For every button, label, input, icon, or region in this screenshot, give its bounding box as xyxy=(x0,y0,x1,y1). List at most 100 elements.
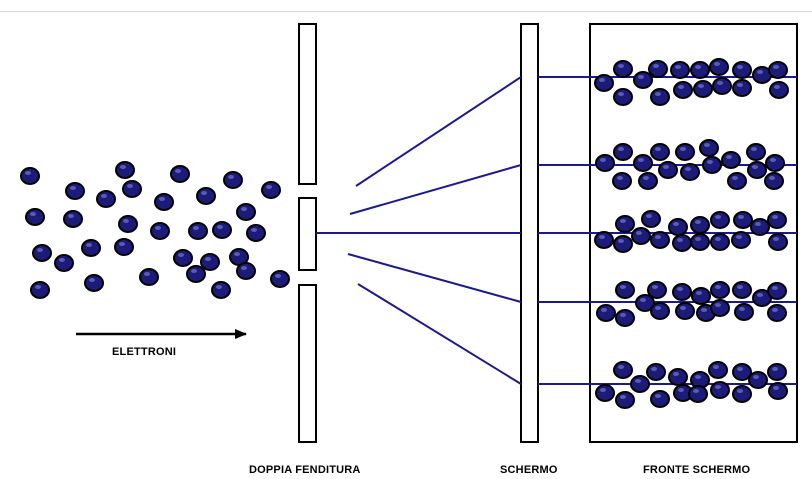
impact-electron xyxy=(658,161,678,179)
impact-electron xyxy=(708,361,728,379)
particle-highlight xyxy=(655,306,661,310)
incoming-electron xyxy=(114,238,134,256)
impact-electron xyxy=(615,309,635,327)
impact-electron xyxy=(727,172,747,190)
impact-electron xyxy=(650,143,670,161)
incoming-electron xyxy=(212,221,232,239)
double-slit-label: DOPPIA FENDITURA xyxy=(249,464,361,476)
particle-highlight xyxy=(618,92,624,96)
incoming-electron xyxy=(246,224,266,242)
particle-highlight xyxy=(59,258,65,262)
incoming-electron xyxy=(186,265,206,283)
impact-electron xyxy=(748,371,768,389)
particle-highlight xyxy=(757,293,763,297)
particle-highlight xyxy=(739,307,745,311)
impact-electron xyxy=(675,143,695,161)
particle-highlight xyxy=(266,185,272,189)
particle-highlight xyxy=(68,214,74,218)
impact-electron xyxy=(765,154,785,172)
impact-electron xyxy=(710,299,730,317)
particle-highlight xyxy=(144,272,150,276)
particle-highlight xyxy=(696,291,702,295)
impact-electron xyxy=(732,281,752,299)
particle-highlight xyxy=(193,226,199,230)
particle-highlight xyxy=(655,394,661,398)
particle-highlight xyxy=(600,158,606,162)
incoming-electron xyxy=(30,281,50,299)
particle-highlight xyxy=(726,155,732,159)
impact-electron xyxy=(731,231,751,249)
incoming-electron xyxy=(236,203,256,221)
particle-highlight xyxy=(737,389,743,393)
impact-electron xyxy=(615,281,635,299)
ray-line xyxy=(355,76,522,187)
particle-highlight xyxy=(769,176,775,180)
particle-highlight xyxy=(618,64,624,68)
impact-electron xyxy=(732,61,752,79)
particle-highlight xyxy=(773,386,779,390)
impact-electron xyxy=(768,382,788,400)
particle-highlight xyxy=(755,222,761,226)
particle-highlight xyxy=(119,242,125,246)
particle-highlight xyxy=(678,85,684,89)
particle-highlight xyxy=(636,231,642,235)
impact-electron xyxy=(734,303,754,321)
barrier-middle-segment xyxy=(298,197,317,271)
incoming-electron xyxy=(223,171,243,189)
particle-highlight xyxy=(217,225,223,229)
impact-electron xyxy=(675,302,695,320)
impact-electron xyxy=(712,77,732,95)
particle-highlight xyxy=(695,375,701,379)
incoming-electron xyxy=(32,244,52,262)
particle-highlight xyxy=(651,367,657,371)
impact-electron xyxy=(733,211,753,229)
particle-highlight xyxy=(655,147,661,151)
impact-electron xyxy=(672,234,692,252)
particle-highlight xyxy=(707,160,713,164)
particle-highlight xyxy=(620,219,626,223)
particle-highlight xyxy=(600,388,606,392)
incoming-electron xyxy=(81,239,101,257)
impact-electron xyxy=(613,60,633,78)
impact-electron xyxy=(595,384,615,402)
particle-highlight xyxy=(241,266,247,270)
incoming-electron xyxy=(261,181,281,199)
incoming-electron xyxy=(84,274,104,292)
particle-highlight xyxy=(635,379,641,383)
double-slit-barrier xyxy=(298,23,317,443)
ray-line xyxy=(347,253,522,303)
particle-highlight xyxy=(752,165,758,169)
particle-highlight xyxy=(732,176,738,180)
impact-electron xyxy=(612,172,632,190)
impact-electron xyxy=(633,71,653,89)
incoming-electron xyxy=(150,222,170,240)
impact-electron xyxy=(746,143,766,161)
particle-highlight xyxy=(620,395,626,399)
particle-highlight xyxy=(677,287,683,291)
incoming-electron xyxy=(196,187,216,205)
particle-highlight xyxy=(693,389,699,393)
particle-highlight xyxy=(646,214,652,218)
particle-highlight xyxy=(673,222,679,226)
particle-highlight xyxy=(772,286,778,290)
particle-highlight xyxy=(772,215,778,219)
impact-electron xyxy=(594,231,614,249)
impact-electron xyxy=(646,363,666,381)
impact-electron xyxy=(673,81,693,99)
particle-highlight xyxy=(695,220,701,224)
particle-highlight xyxy=(653,64,659,68)
impact-electron xyxy=(710,281,730,299)
impact-electron xyxy=(613,143,633,161)
impact-electron xyxy=(767,211,787,229)
particle-highlight xyxy=(737,367,743,371)
screen-front-label: FRONTE SCHERMO xyxy=(643,464,751,476)
impact-electron xyxy=(613,88,633,106)
particle-highlight xyxy=(715,215,721,219)
impact-electron xyxy=(690,61,710,79)
barrier-bottom-segment xyxy=(298,284,317,443)
particle-highlight xyxy=(675,65,681,69)
barrier-top-segment xyxy=(298,23,317,185)
impact-electron xyxy=(710,381,730,399)
incoming-electron xyxy=(63,210,83,228)
